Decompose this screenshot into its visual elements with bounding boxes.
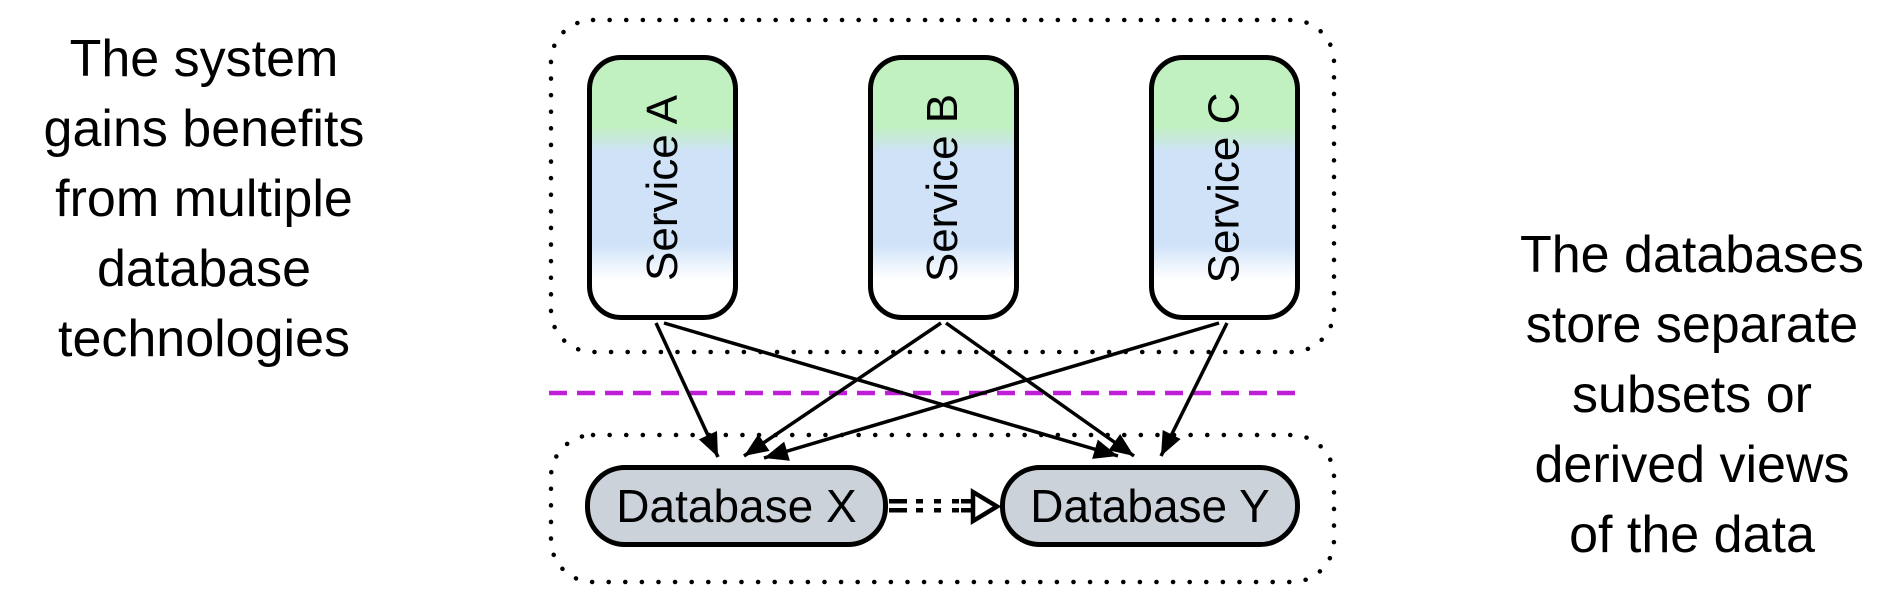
node-service-a: Service A [587, 55, 738, 320]
arrow-service-c-to-database-y [1159, 322, 1229, 457]
arrow-service-b-to-database-y [944, 321, 1136, 458]
arrow-service-b-to-database-x [743, 321, 942, 458]
arrow-service-c-to-database-x [763, 321, 1220, 461]
node-database-x: Database X [585, 465, 888, 547]
node-database-x-label: Database X [616, 480, 857, 532]
databases-cluster-border [548, 432, 1337, 585]
node-service-b-label: Service B [918, 93, 968, 282]
arrow-service-a-to-database-y [663, 321, 1119, 459]
node-service-c-label: Service C [1199, 92, 1249, 283]
node-service-b: Service B [868, 55, 1019, 320]
services-cluster-border [548, 17, 1337, 355]
replication-arrow-database-x-to-y [889, 488, 1002, 525]
node-database-y-label: Database Y [1030, 480, 1270, 532]
open-arrowhead-icon [970, 488, 1002, 525]
node-service-a-label: Service A [637, 94, 687, 281]
caption-right: The databases store separate subsets or … [1519, 226, 1865, 564]
node-database-y: Database Y [1000, 465, 1300, 547]
node-service-c: Service C [1149, 55, 1300, 320]
caption-left: The system gains benefits from multiple … [43, 30, 365, 368]
arrow-service-a-to-database-x [654, 322, 720, 458]
